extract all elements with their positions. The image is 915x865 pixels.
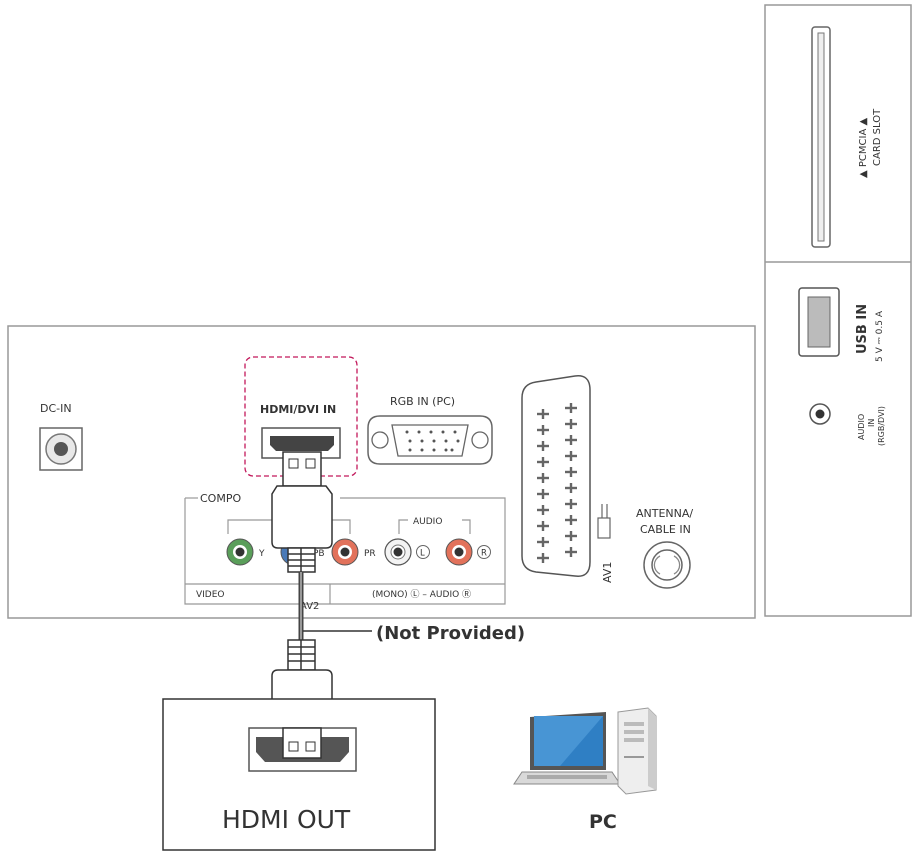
jack-audio-r[interactable]: [445, 538, 473, 566]
hdmi-out-label: HDMI OUT: [222, 805, 351, 834]
r-badge: [477, 545, 491, 559]
scart-pins: [537, 403, 577, 563]
pr-label: PR: [364, 549, 376, 559]
pc-label: PC: [589, 811, 617, 833]
audio-in-label-line1: AUDIO: [857, 414, 866, 440]
l-label: L: [420, 549, 425, 559]
antenna-cable-in-port[interactable]: [643, 541, 691, 589]
rgb-in-pc-port[interactable]: [367, 415, 493, 465]
dc-in-port[interactable]: [39, 427, 83, 471]
jack-audio-l[interactable]: [384, 538, 412, 566]
rgb-in-pc-label: RGB IN (PC): [390, 395, 455, 408]
pcmcia-card-slot[interactable]: [811, 26, 831, 248]
not-provided-label: (Not Provided): [376, 623, 525, 644]
scart-port[interactable]: [521, 375, 591, 577]
r-label: R: [481, 549, 487, 559]
audio-in-label-line3: (RGB/DVI): [877, 406, 886, 446]
usb-rating-label: 5 V ⎓ 0.5 A: [875, 310, 885, 362]
component-label: COMPO: [200, 492, 241, 505]
hdmi-dvi-in-port[interactable]: [261, 427, 341, 459]
mono-audio-label: (MONO) Ⓛ – AUDIO Ⓡ: [372, 589, 471, 600]
audio-in-label-line2: IN: [867, 419, 876, 427]
av1-label: AV1: [601, 562, 614, 583]
usb-in-port[interactable]: [798, 287, 840, 357]
hdmi-cable-top-plug: [271, 451, 333, 573]
pcmcia-label-line1: ▲ PCMCIA ▲: [858, 118, 869, 178]
av1-icon: [597, 504, 611, 539]
audio-label: AUDIO: [413, 517, 442, 527]
rear-panel: [7, 325, 756, 619]
pc-icon: [513, 707, 657, 795]
hdmi-cable-bottom-plug-tip: [282, 727, 322, 759]
jack-y[interactable]: [226, 538, 254, 566]
hdmi-out-device: [162, 698, 436, 851]
antenna-label-line1: ANTENNA/: [636, 507, 693, 520]
hdmi-dvi-in-label: HDMI/DVI IN: [260, 403, 336, 416]
video-label: VIDEO: [196, 590, 225, 600]
antenna-label-line2: CABLE IN: [640, 523, 691, 536]
y-label: Y: [258, 549, 265, 559]
av2-label: AV2: [300, 601, 319, 612]
pcmcia-label-line2: CARD SLOT: [872, 108, 883, 166]
hdmi-highlight-box: [244, 356, 358, 477]
usb-in-label: USB IN: [855, 304, 870, 354]
pb-label: PB: [313, 549, 325, 559]
audio-in-rgb-dvi-port[interactable]: [809, 403, 831, 425]
jack-pr[interactable]: [331, 538, 359, 566]
l-badge: [416, 545, 430, 559]
dc-in-label: DC-IN: [40, 402, 72, 415]
